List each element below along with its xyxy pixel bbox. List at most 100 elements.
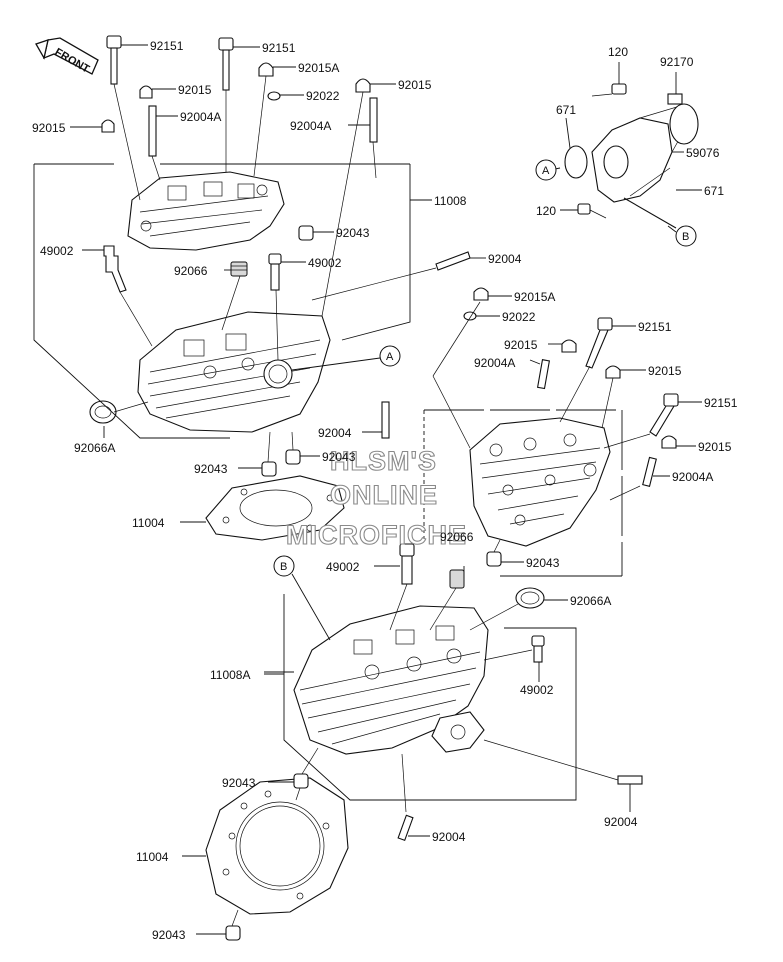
part-label: 59076 — [686, 146, 720, 160]
guide-box-middle — [423, 409, 623, 577]
stud-92004-a — [381, 401, 390, 439]
hose-clamp — [667, 93, 699, 145]
part-label: 92151 — [150, 39, 184, 53]
dowel-pin-lower-b — [225, 925, 241, 941]
part-label: 11004 — [136, 850, 169, 864]
part-label: 92151 — [262, 41, 296, 55]
part-label: 671 — [704, 184, 724, 198]
stud-92004A-c — [536, 359, 551, 390]
plug-92066-lower — [449, 569, 465, 589]
svg-text:B: B — [280, 561, 287, 573]
part-label: 92043 — [194, 462, 228, 476]
bolt-120-a — [591, 83, 627, 97]
dowel-pin-front — [486, 551, 502, 567]
stud-92004A-a — [148, 105, 157, 157]
part-label: 120 — [536, 204, 556, 218]
cap-nut-92015A-b — [473, 287, 489, 301]
cap-nut-92015-b — [101, 119, 115, 133]
front-cylinder-head — [293, 605, 489, 755]
bolt-92151-c — [585, 317, 613, 369]
watermark: HLSM'S ONLINE MICROFICHE — [285, 445, 467, 550]
ref-marker-b-lower: B — [273, 555, 331, 641]
part-label: 92004 — [488, 252, 522, 266]
front-arrow-icon: FRONT — [35, 37, 99, 76]
bolt-92151-a — [106, 35, 122, 85]
cap-nut-92015-e — [605, 365, 621, 379]
pipe-49002-lower-right — [531, 635, 545, 663]
part-label: 92066A — [74, 441, 115, 455]
stud-92004A-b — [369, 97, 378, 143]
svg-text:A: A — [386, 351, 394, 363]
part-label: 92004A — [474, 356, 515, 370]
part-label: 92004 — [318, 426, 352, 440]
part-labels: 92151 92151 92015A 92015 92015 92022 920… — [32, 39, 738, 942]
ref-marker-b-upper: B — [675, 225, 697, 247]
part-label: 92043 — [526, 556, 560, 570]
washer-92022-a — [267, 91, 281, 101]
svg-text:ONLINE: ONLINE — [330, 480, 438, 510]
part-label: 49002 — [40, 244, 74, 258]
o-ring-671-b — [623, 197, 677, 229]
svg-text:HLSM'S: HLSM'S — [330, 446, 437, 476]
upper-head-gasket — [205, 475, 345, 541]
bolt-120-b — [577, 203, 607, 219]
plug-92066-upper — [230, 261, 248, 277]
o-ring-671-a — [564, 145, 588, 179]
part-label: 92151 — [638, 320, 672, 334]
part-label: 92004A — [180, 110, 221, 124]
dowel-pin-left — [261, 461, 277, 477]
part-label: 92151 — [704, 396, 738, 410]
cap-nut-92015-d — [561, 339, 577, 353]
part-label: 92015A — [514, 290, 555, 304]
part-label: 92043 — [322, 450, 356, 464]
stud-92004-c — [397, 814, 414, 842]
cap-92066A-lower — [515, 587, 545, 609]
part-label: 92015 — [32, 121, 66, 135]
part-label: 92043 — [152, 928, 186, 942]
part-label: 92066 — [440, 530, 474, 544]
part-label: 92043 — [336, 226, 370, 240]
stud-92004A-d — [642, 456, 657, 487]
part-label: 11008A — [210, 668, 250, 682]
part-label: 92015A — [298, 61, 339, 75]
thermostat-housing — [591, 105, 691, 203]
part-label: 92022 — [502, 310, 536, 324]
pipe-49002-left — [103, 245, 127, 293]
part-label: 92004 — [604, 815, 638, 829]
part-label: 92015 — [504, 338, 538, 352]
leaders-lower — [182, 565, 631, 935]
part-label: 92015 — [648, 364, 682, 378]
front-head-cover — [469, 417, 611, 547]
pipe-49002-center — [268, 253, 282, 291]
rear-head-cover — [127, 171, 285, 251]
dowel-pin-right — [285, 449, 301, 465]
part-label: 92015 — [698, 440, 732, 454]
svg-text:MICROFICHE: MICROFICHE — [286, 520, 467, 550]
part-label: 49002 — [326, 560, 360, 574]
washer-92022-b — [463, 311, 477, 321]
stud-92004-b — [617, 775, 643, 785]
part-label: 92004 — [432, 830, 466, 844]
cap-nut-92015-f — [661, 435, 677, 449]
part-label: 92066A — [570, 594, 611, 608]
part-label: 92170 — [660, 55, 694, 69]
dowel-pin-lower-a — [293, 773, 309, 789]
part-label: 11004 — [132, 516, 165, 530]
rear-cylinder-head — [137, 311, 331, 433]
svg-text:A: A — [542, 165, 550, 177]
bolt-92151-b — [218, 37, 234, 91]
part-label: 49002 — [308, 256, 342, 270]
part-label: 92066 — [174, 264, 208, 278]
part-label: 92015 — [398, 78, 432, 92]
ref-marker-a-lower: A — [291, 345, 401, 371]
ref-marker-a-upper: A — [535, 159, 557, 181]
part-label: 92043 — [222, 776, 256, 790]
leaders-middle-right — [432, 295, 702, 563]
cap-nut-92015A-a — [258, 62, 274, 77]
part-label: 92004A — [290, 119, 331, 133]
cap-nut-92015-c — [355, 78, 371, 93]
bolt-92151-d — [649, 393, 679, 437]
cap-92066A-upper — [89, 400, 117, 424]
stud-92004-angled — [435, 251, 471, 271]
